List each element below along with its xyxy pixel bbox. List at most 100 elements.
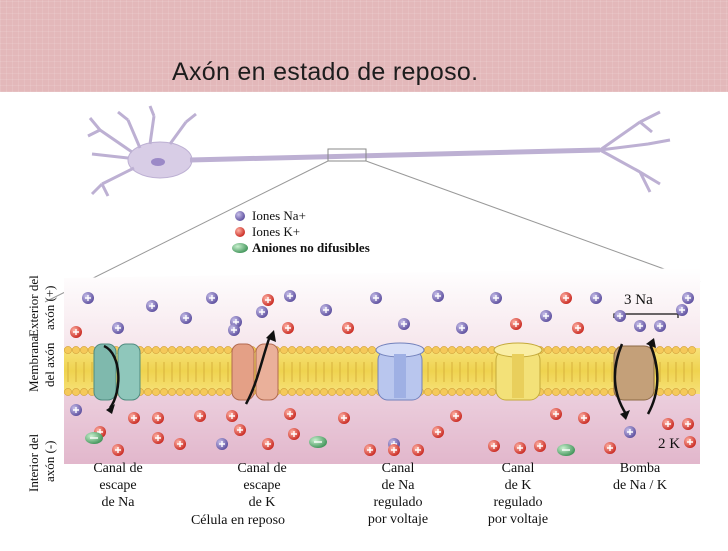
label-interior-line1: Interior del [26,433,41,492]
phospholipid-head [312,388,320,396]
caption-na-volt-line1: Canal [382,461,415,476]
label-exterior-line1: Exterior del [26,275,41,337]
arrow-pump-na [613,343,628,415]
ion-sign [453,413,459,419]
label-membrana: Membrana [26,335,41,392]
ion-sign [149,303,155,309]
phospholipid-head [80,346,88,354]
phospholipid-head [200,346,208,354]
caption-pump-line1: Bomba [620,461,661,476]
ion-sign [657,323,663,329]
phospholipid-head [680,346,688,354]
ion-sign [665,421,671,427]
ion-sign [637,323,643,329]
phospholipid-head [168,346,176,354]
ion-sign [575,325,581,331]
phospholipid-head [584,388,592,396]
phospholipid-head [672,346,680,354]
diagram-svg: Iones Na+ Iones K+ Aniones no difusibles… [26,105,701,528]
caption-pump-line2: de Na / K [613,478,667,493]
phospholipid-head [592,346,600,354]
phospholipid-head [576,346,584,354]
ion-sign [209,295,215,301]
ion-sign [563,295,569,301]
ion-sign [155,435,161,441]
phospholipid-head [480,346,488,354]
ion-sign [513,321,519,327]
diagram-caption: Célula en reposo [191,513,285,528]
phospholipid-head [344,388,352,396]
phospholipid-head [208,388,216,396]
ion-sign [685,421,691,427]
ion-sign [231,327,237,333]
ion-sign [177,441,183,447]
ion-sign [323,307,329,313]
ion-sign [115,325,121,331]
axon-diagram: Iones Na+ Iones K+ Aniones no difusibles… [0,92,728,546]
ion-sign [517,445,523,451]
phospholipid-head [456,388,464,396]
phospholipid-head [344,346,352,354]
phospholipid-head [544,388,552,396]
ion-sign [197,413,203,419]
channel-na-voltage [375,342,425,401]
phospholipid-head [288,388,296,396]
phospholipid-head [360,346,368,354]
ion-sign [543,313,549,319]
ion-sign [607,445,613,451]
arrow-k-out [244,335,272,405]
phospholipid-head [328,346,336,354]
neuron-axon [189,147,601,163]
ion-sign [685,295,691,301]
neuron-dendrites [87,105,197,197]
phospholipid-head [168,388,176,396]
ion-sign [85,295,91,301]
ion-sign [679,307,685,313]
ion-sign [435,293,441,299]
phospholipid-head [664,346,672,354]
arrow-pump-k [646,343,659,415]
phospholipid-head [680,388,688,396]
ion-sign [259,309,265,315]
phospholipid-head [448,388,456,396]
label-del-axon: del axón [42,342,57,387]
phospholipid-head [560,388,568,396]
channel-captions: Canal de escape de Na Canal de escape de… [93,461,667,527]
ion-sign [287,293,293,299]
phospholipid-head [472,388,480,396]
legend-anion-icon [232,243,248,253]
ion-sign [219,441,225,447]
phospholipid-head [584,346,592,354]
legend-na-label: Iones Na+ [252,208,306,223]
phospholipid-head [184,346,192,354]
legend-anion-label: Aniones no difusibles [252,240,370,255]
phospholipid-head [152,388,160,396]
ion-sign [367,447,373,453]
phospholipid-head [440,388,448,396]
phospholipid-head [304,346,312,354]
phospholipid-head [424,388,432,396]
slide-title: Axón en estado de reposo. [172,58,479,86]
phospholipid-head [568,346,576,354]
phospholipid-head [592,388,600,396]
ion-sign [265,441,271,447]
phospholipid-head [448,346,456,354]
ion-sign [491,443,497,449]
phospholipid-head [64,388,72,396]
phospholipid-head [320,346,328,354]
ion-sign [553,411,559,417]
phospholipid-head [432,388,440,396]
phospholipid-head [192,388,200,396]
phospholipid-head [568,388,576,396]
ion-sign [285,325,291,331]
arrow-na-in [103,344,120,409]
ion-sign [265,297,271,303]
phospholipid-head [688,346,696,354]
caption-k-volt-line3: regulado [494,495,543,510]
caption-k-leak-line3: de K [249,495,276,510]
phospholipid-head [312,346,320,354]
phospholipid-head [320,388,328,396]
phospholipid-head [288,346,296,354]
pump-k-label: 2 K [658,436,680,452]
ion-sign [73,407,79,413]
